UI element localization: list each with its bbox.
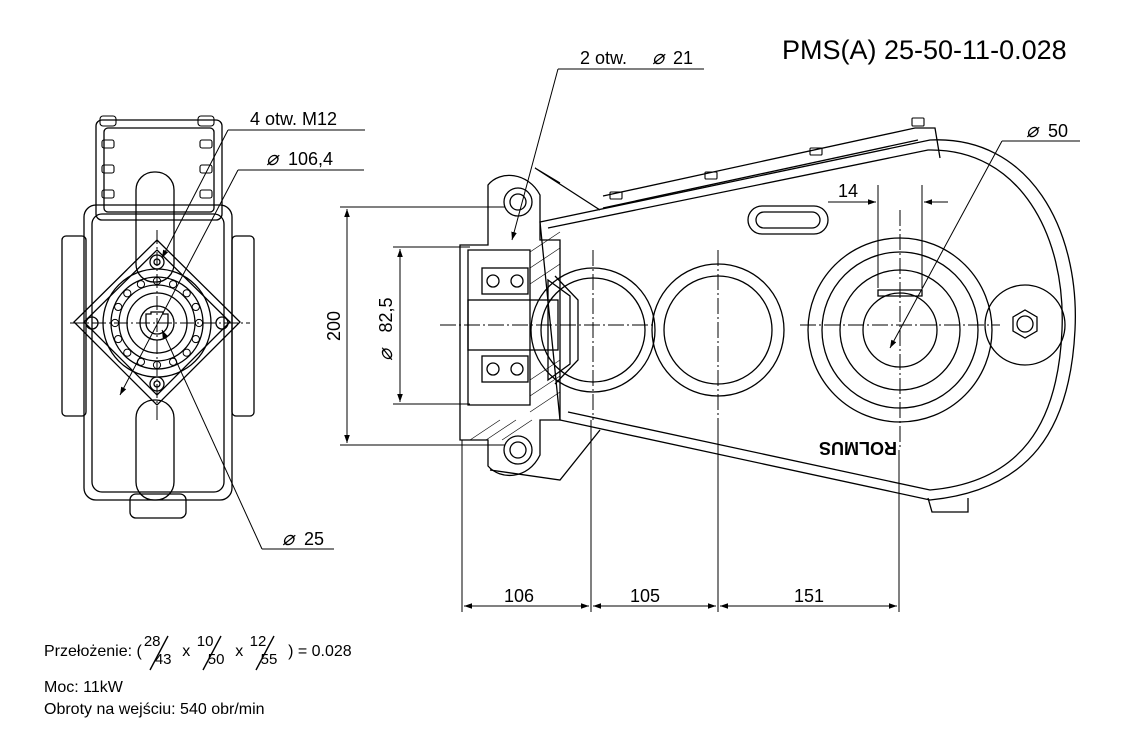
callout-4-holes-m12: 4 otw. M12 [250,109,337,129]
dim-14: 14 [838,181,858,201]
dim-dia-82-5: 82,5 [376,297,396,332]
callout-2-holes: 2 otw. [580,48,627,68]
hatch-line [529,375,561,397]
diameter-symbol: ⌀ [652,47,666,69]
diameter-symbol: ⌀ [1026,120,1040,142]
bearing-ball [168,280,178,289]
front-view [61,115,255,519]
hatch-line [469,419,501,441]
power-row: Moc: 11kW [44,679,123,696]
diameter-symbol: ⌀ [282,528,296,550]
callout-dia-25: 25 [304,529,324,549]
diameter-symbol: ⌀ [375,347,397,361]
dim-106: 106 [504,586,534,606]
fraction-denominator: 43 [154,651,172,668]
hatch-line [529,359,561,381]
inspection-slot [747,205,829,235]
hatch-line [501,419,533,441]
fraction-denominator: 50 [207,651,225,668]
callout-dia-21: 21 [673,48,693,68]
bearing-ball [136,280,146,289]
fraction-numerator: 28 [143,633,161,650]
input-flange [459,174,561,477]
bearing-ball [114,302,123,312]
times-sign: x [182,643,191,661]
fraction-numerator: 10 [196,633,214,650]
ratio-label: Przełożenie: [44,643,133,661]
bearing-ball [182,289,191,298]
hatch-line [529,231,561,253]
dim-105: 105 [630,586,660,606]
callout-dia-50: 50 [1048,121,1068,141]
hatch-line [485,419,517,441]
fraction-slash [255,635,275,671]
bearing-ball [191,334,200,344]
drawing-title: PMS(A) 25-50-11-0.028 [782,35,1067,65]
times-sign: x [235,643,244,661]
dim-151: 151 [794,586,824,606]
side-view-centerlines [440,210,1000,450]
bearing-ball [123,348,132,357]
hatch-line [529,391,561,413]
diameter-symbol: ⌀ [266,148,280,170]
dimension-lines [340,68,1080,612]
ratio-open-paren: ( [136,643,142,661]
fraction-slash [202,635,222,671]
bearing-ball [123,289,132,298]
fraction-numerator: 12 [249,633,267,650]
bearing-ball [182,348,191,357]
fraction-denominator: 55 [260,651,278,668]
dim-200: 200 [324,311,344,341]
bearing-ball [114,334,123,344]
hatch-line [529,263,561,285]
hatch-line [529,247,561,269]
ratio-result: ) = 0.028 [288,643,352,661]
bearing-ball [191,302,200,312]
brand-marking: ROLMUS [819,438,897,458]
fraction-slash [149,635,169,671]
front-view-leaders [70,129,365,550]
callout-dia-106-4: 106,4 [288,149,333,169]
side-view [459,117,1076,513]
top-lip-bolts [609,117,925,200]
housing-outline [539,139,1076,501]
section-hatching [469,231,561,441]
input-speed-row: Obroty na wejściu: 540 obr/min [44,701,265,718]
